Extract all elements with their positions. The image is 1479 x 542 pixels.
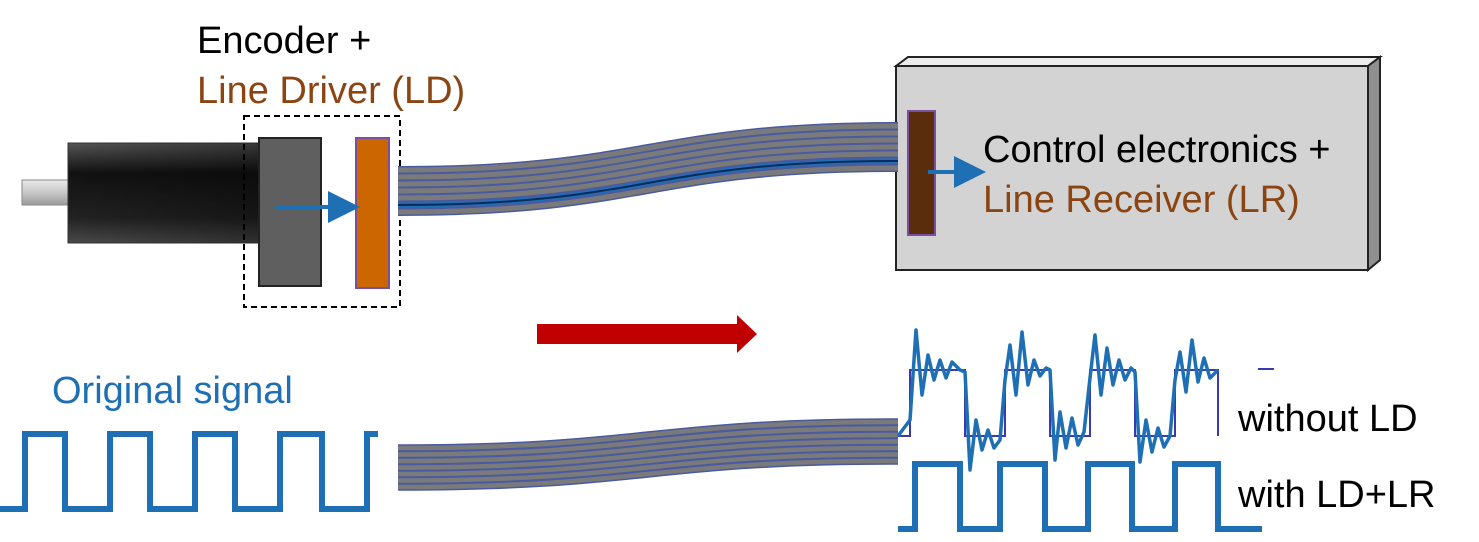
line-driver-label: Line Driver (LD) [197,70,466,112]
cable-wire [397,123,899,173]
line-driver-block [355,137,390,289]
cable-wire [397,419,899,451]
cable-wire [397,151,899,201]
with-ld-lr-label: with LD+LR [1238,474,1436,516]
line-receiver-label: Line Receiver (LR) [983,179,1300,221]
encoder-label: Encoder + [197,20,372,62]
cable-wire [397,165,899,215]
control-electronics-box [893,55,1383,273]
cable-wire [397,432,899,464]
line-receiver-block [907,110,936,236]
cable-wire [397,137,899,187]
noisy-reference-wave [898,369,1219,437]
without-ld-label: without LD [1238,398,1418,440]
cable-wire [397,130,899,180]
motor [21,142,265,244]
top-cable [397,122,899,216]
cable-wire [397,144,899,194]
red-arrow [537,315,757,353]
cable-wire [397,426,899,457]
original-signal-label: Original signal [52,370,293,412]
control-electronics-label: Control electronics + [983,129,1331,171]
clean-signal-wave [898,461,1262,532]
cable-wire [397,445,899,477]
cable-wire [397,452,899,483]
noisy-signal-wave [896,328,1220,472]
motor-shaft [21,179,75,206]
original-signal-wave [0,431,378,512]
cable-wire [397,439,899,470]
encoder-block [258,137,322,287]
bottom-cable [397,418,899,491]
cable-wire [397,458,899,490]
